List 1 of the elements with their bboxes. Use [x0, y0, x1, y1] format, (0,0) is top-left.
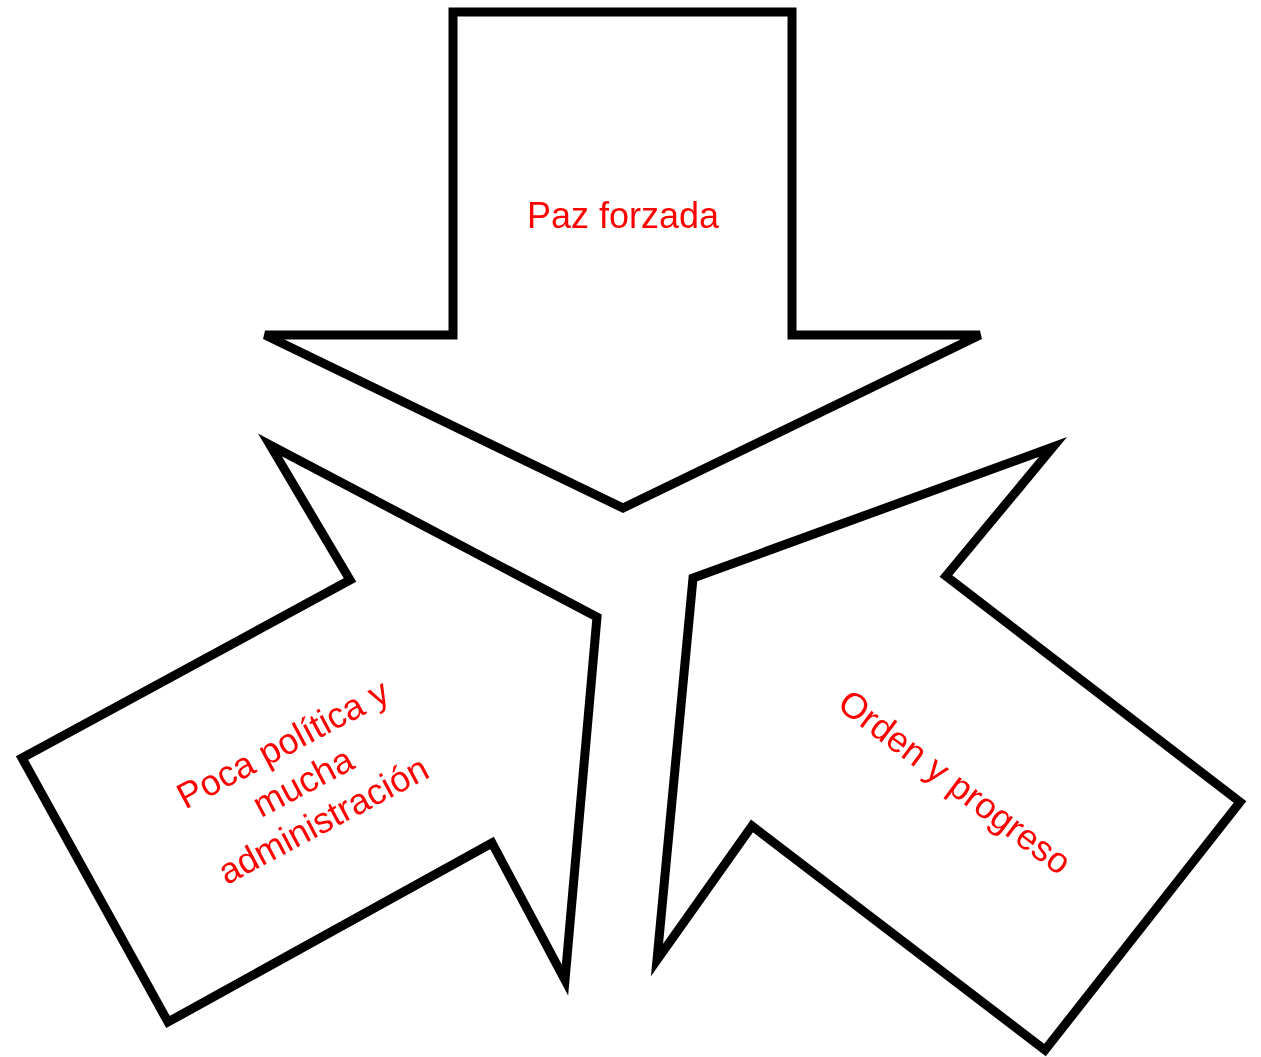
arrow-label: Paz forzada — [525, 194, 721, 238]
